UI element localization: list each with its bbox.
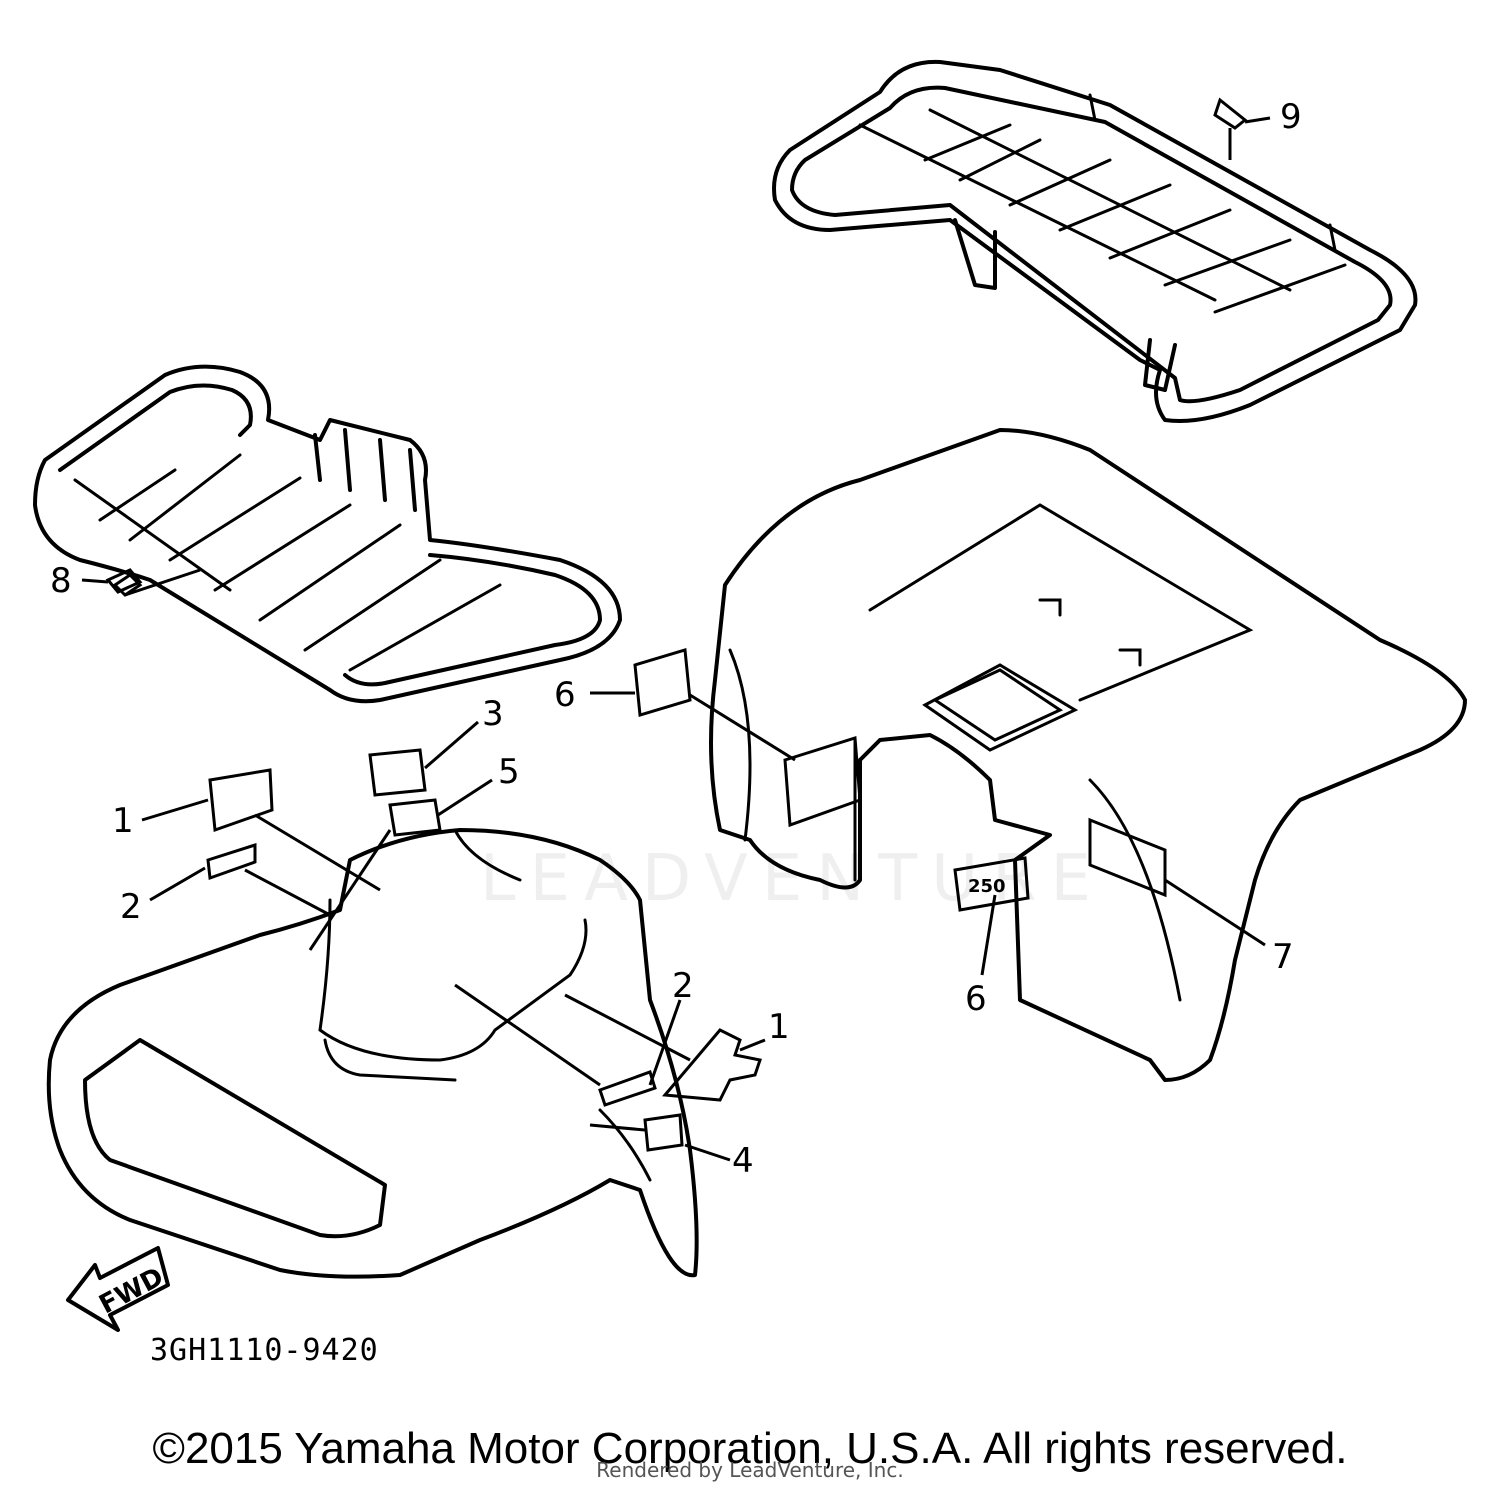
badge-250-text: 250 [968, 876, 1006, 897]
decal-3 [368, 748, 427, 797]
callout-6-top: 6 [554, 675, 576, 715]
front-fender [46, 828, 699, 1279]
parts-diagram: 250 1 2 3 5 2 1 4 6 6 7 8 9 [33, 59, 1467, 1368]
decal-1-right [661, 1028, 762, 1102]
callout-6-bottom: 6 [965, 979, 987, 1019]
callout-9: 9 [1280, 97, 1302, 137]
rear-fender [709, 428, 1467, 1082]
rear-carrier [772, 59, 1418, 423]
fwd-label: FWD [94, 1262, 168, 1320]
callout-2-right: 2 [672, 966, 694, 1006]
decal-1-left [208, 768, 274, 833]
decal-2-left [206, 842, 257, 881]
decal-4 [643, 1113, 684, 1152]
callout-7: 7 [1272, 937, 1294, 977]
callout-3: 3 [482, 694, 504, 734]
decal-6-bottom [953, 856, 1030, 912]
fwd-arrow: FWD [66, 1246, 170, 1332]
decal-7 [1088, 817, 1167, 898]
rendered-by-note: Rendered by LeadVenture, Inc. [596, 1458, 904, 1482]
leader-lines [81, 116, 1271, 1162]
decal-2-right [598, 1070, 657, 1107]
decal-6-top [633, 648, 692, 717]
callout-1-left: 1 [112, 801, 134, 841]
callout-2-left: 2 [120, 887, 142, 927]
callout-1-right: 1 [768, 1007, 790, 1047]
front-carrier [33, 364, 622, 704]
decals: 250 [105, 568, 1167, 1152]
copyright-notice: ©2015 Yamaha Motor Corporation, U.S.A. A… [152, 1424, 1348, 1473]
callout-8: 8 [50, 561, 72, 601]
diagram-part-number: 3GH1110-9420 [150, 1333, 379, 1368]
callout-5: 5 [498, 752, 520, 792]
callout-4: 4 [732, 1141, 754, 1181]
decal-8 [105, 568, 143, 594]
decal-5 [388, 798, 442, 837]
